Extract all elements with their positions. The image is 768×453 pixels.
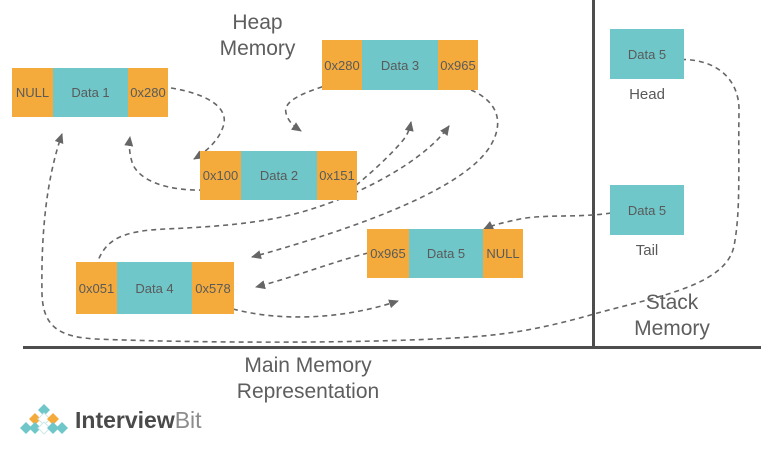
brand-text: InterviewBit xyxy=(75,406,202,433)
arrow-node3-prev-to-node2 xyxy=(285,83,332,132)
stack-title-line1: Stack xyxy=(645,291,699,314)
node3-prev-pointer-cell: 0x280 xyxy=(322,40,362,90)
stack-head-box: Data 5 xyxy=(610,29,684,79)
heap-title-line2: Memory xyxy=(219,37,296,60)
node4-next-pointer-cell: 0x578 xyxy=(192,262,234,314)
heap-memory-title: Heap Memory xyxy=(180,10,335,62)
arrow-node1-next-to-node2 xyxy=(170,87,226,160)
heap-node-2: 0x100 Data 2 0x151 xyxy=(200,151,357,200)
node1-next-pointer-cell: 0x280 xyxy=(128,68,168,117)
heap-node-5: 0x965 Data 5 NULL xyxy=(367,229,523,278)
stack-head-label: Head xyxy=(629,86,665,103)
node5-prev-pointer-cell: 0x965 xyxy=(367,229,409,278)
heap-node-3: 0x280 Data 3 0x965 xyxy=(322,40,478,90)
arrow-node4-next-to-node5 xyxy=(232,299,399,318)
arrow-node2-next-to-node3 xyxy=(348,121,414,192)
stack-title-line2: Memory xyxy=(634,317,710,340)
main-memory-baseline xyxy=(23,346,761,349)
arrow-node2-prev-to-node1 xyxy=(124,136,205,191)
main-memory-title: Main Memory Representation xyxy=(168,353,448,405)
node1-prev-pointer-cell: NULL xyxy=(12,68,53,117)
stack-memory-title: Stack Memory xyxy=(597,290,747,342)
brand-text-bit: Bit xyxy=(174,406,202,433)
node4-prev-pointer-cell: 0x051 xyxy=(76,262,117,314)
heap-stack-divider-line xyxy=(592,0,595,348)
main-title-line2: Representation xyxy=(236,380,380,403)
heap-node-1: NULL Data 1 0x280 xyxy=(12,68,168,117)
node2-next-pointer-cell: 0x151 xyxy=(317,151,357,200)
heap-title-line1: Heap xyxy=(232,11,283,34)
node3-next-pointer-cell: 0x965 xyxy=(438,40,478,90)
node1-data-cell: Data 1 xyxy=(53,68,128,117)
main-title-line1: Main Memory xyxy=(244,354,372,377)
brand-text-interview: Interview xyxy=(75,406,175,433)
node5-next-pointer-cell: NULL xyxy=(483,229,523,278)
node2-data-cell: Data 2 xyxy=(241,151,317,200)
node4-data-cell: Data 4 xyxy=(117,262,192,314)
interviewbit-logo: InterviewBit xyxy=(20,400,202,440)
node2-prev-pointer-cell: 0x100 xyxy=(200,151,241,200)
interviewbit-diamond-pyramid-icon xyxy=(20,404,68,435)
arrow-node5-prev-to-node4 xyxy=(255,252,369,290)
heap-node-4: 0x051 Data 4 0x578 xyxy=(76,262,234,314)
node3-data-cell: Data 3 xyxy=(362,40,438,90)
stack-tail-label: Tail xyxy=(635,242,659,259)
node5-data-cell: Data 5 xyxy=(409,229,483,278)
stack-tail-box: Data 5 xyxy=(610,185,684,235)
